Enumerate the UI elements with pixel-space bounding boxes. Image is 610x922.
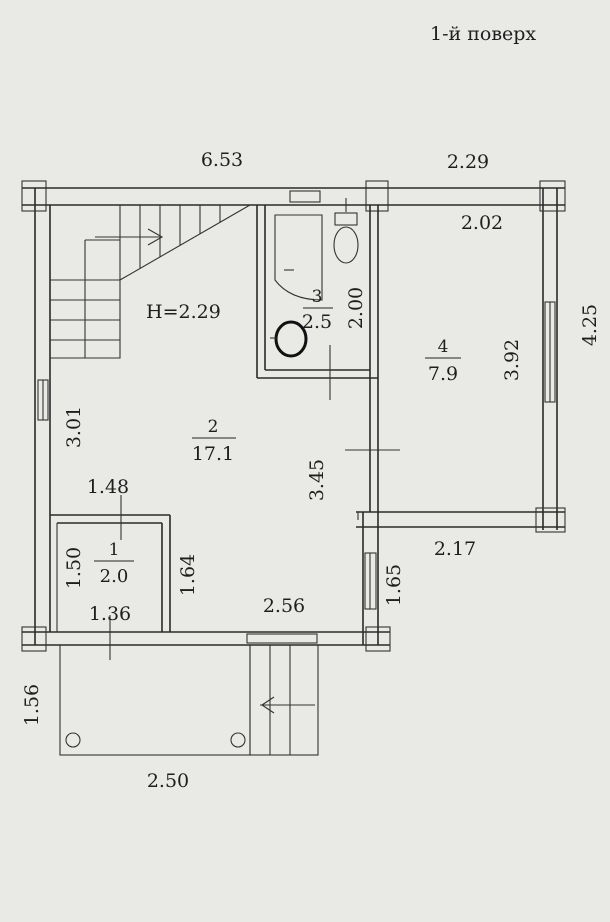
porch	[59, 644, 319, 756]
staircase	[50, 204, 251, 359]
dim-r4-inner: 3.92	[501, 339, 523, 381]
bath-fixtures	[270, 198, 359, 358]
partitions	[256, 205, 400, 520]
dim-left-wall: 3.01	[63, 406, 85, 448]
dim-porch-bottom: 2.50	[147, 770, 189, 792]
sink-icon	[274, 320, 308, 358]
dim-bottom-mid: 2.56	[263, 595, 305, 617]
room-1-label: 1 2.0	[94, 540, 134, 587]
room-4-area: 7.9	[428, 363, 458, 385]
dim-r1-right: 1.64	[177, 554, 199, 596]
dim-r4-right-outer: 4.25	[579, 304, 601, 346]
room-2-label: 2 17.1	[192, 417, 236, 465]
dim-hall-inner: 3.45	[306, 459, 328, 501]
windows	[37, 190, 556, 644]
room-3-area: 2.5	[302, 311, 332, 333]
dim-r4-top: 2.02	[461, 212, 503, 234]
dimensions: 6.53 2.29 2.02 2.17 1.48 1.36 2.56 2.50 …	[21, 149, 601, 792]
room-3-number: 3	[312, 287, 323, 307]
dim-r1-top: 1.48	[87, 476, 129, 498]
floor-label: 1-й поверх	[430, 23, 536, 45]
room-4-number: 4	[438, 337, 449, 357]
dim-r4-bottom: 2.17	[434, 538, 476, 560]
room-2-area: 17.1	[192, 443, 234, 465]
room-1-area: 2.0	[100, 566, 129, 587]
dim-r1-bottom: 1.36	[89, 603, 131, 625]
dim-porch-left: 1.56	[21, 684, 43, 726]
dim-top-right: 2.29	[447, 151, 489, 173]
dim-right-lower: 1.65	[383, 564, 405, 606]
room-2-number: 2	[208, 417, 219, 437]
room-4-label: 4 7.9	[425, 337, 461, 385]
ceiling-height: H=2.29	[146, 301, 221, 323]
room-1-number: 1	[109, 540, 120, 560]
dim-r1-left: 1.50	[63, 547, 85, 589]
dim-top-left: 6.53	[201, 149, 243, 171]
dim-bath-height: 2.00	[345, 287, 367, 329]
room-3-label: 3 2.5	[302, 287, 333, 333]
room-1-walls	[50, 495, 171, 660]
